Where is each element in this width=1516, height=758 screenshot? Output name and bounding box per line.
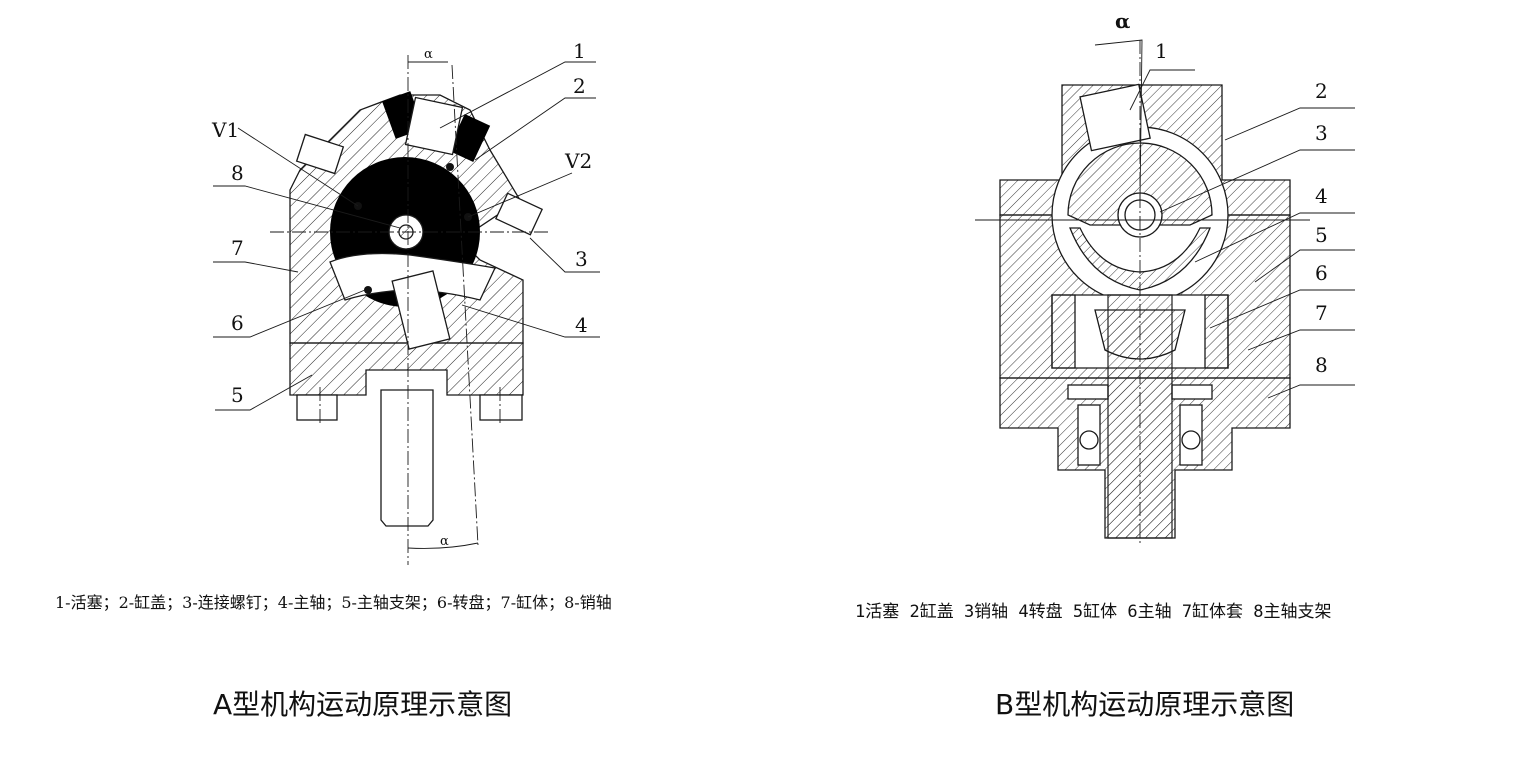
caption-b: B型机构运动原理示意图 bbox=[995, 688, 1295, 721]
b-label-5: 5 bbox=[1315, 223, 1328, 247]
mechanism-a-drawing bbox=[213, 55, 600, 565]
a-label-1: 1 bbox=[573, 39, 586, 63]
a-label-v2: V2 bbox=[564, 149, 592, 173]
a-angle-bottom: α bbox=[440, 534, 449, 549]
a-label-2: 2 bbox=[573, 74, 586, 98]
a-label-4: 4 bbox=[575, 313, 588, 337]
b-label-2: 2 bbox=[1315, 79, 1328, 103]
b-label-7: 7 bbox=[1315, 301, 1328, 325]
mechanism-a-labels: 1 2 3 4 5 6 7 8 V1 V2 α α bbox=[211, 39, 592, 549]
b-angle: α bbox=[1115, 9, 1130, 33]
a-angle-top: α bbox=[424, 47, 433, 62]
a-label-8: 8 bbox=[231, 161, 244, 185]
mechanism-b-drawing bbox=[975, 39, 1355, 545]
a-label-7: 7 bbox=[231, 236, 244, 260]
caption-a: A型机构运动原理示意图 bbox=[213, 688, 513, 721]
mechanism-b-labels: 1 2 3 4 5 6 7 8 α bbox=[1115, 9, 1328, 377]
a-label-v1: V1 bbox=[211, 118, 239, 142]
legend-a: 1-活塞；2-缸盖；3-连接螺钉；4-主轴；5-主轴支架；6-转盘；7-缸体；8… bbox=[55, 593, 612, 612]
a-label-6: 6 bbox=[231, 311, 244, 335]
a-label-3: 3 bbox=[575, 247, 588, 271]
b-label-6: 6 bbox=[1315, 261, 1328, 285]
legend-b: 1活塞 2缸盖 3销轴 4转盘 5缸体 6主轴 7缸体套 8主轴支架 bbox=[855, 602, 1332, 622]
b-label-8: 8 bbox=[1315, 353, 1328, 377]
a-label-5: 5 bbox=[231, 383, 244, 407]
b-label-1: 1 bbox=[1155, 39, 1168, 63]
b-label-4: 4 bbox=[1315, 184, 1328, 208]
b-label-3: 3 bbox=[1315, 121, 1328, 145]
